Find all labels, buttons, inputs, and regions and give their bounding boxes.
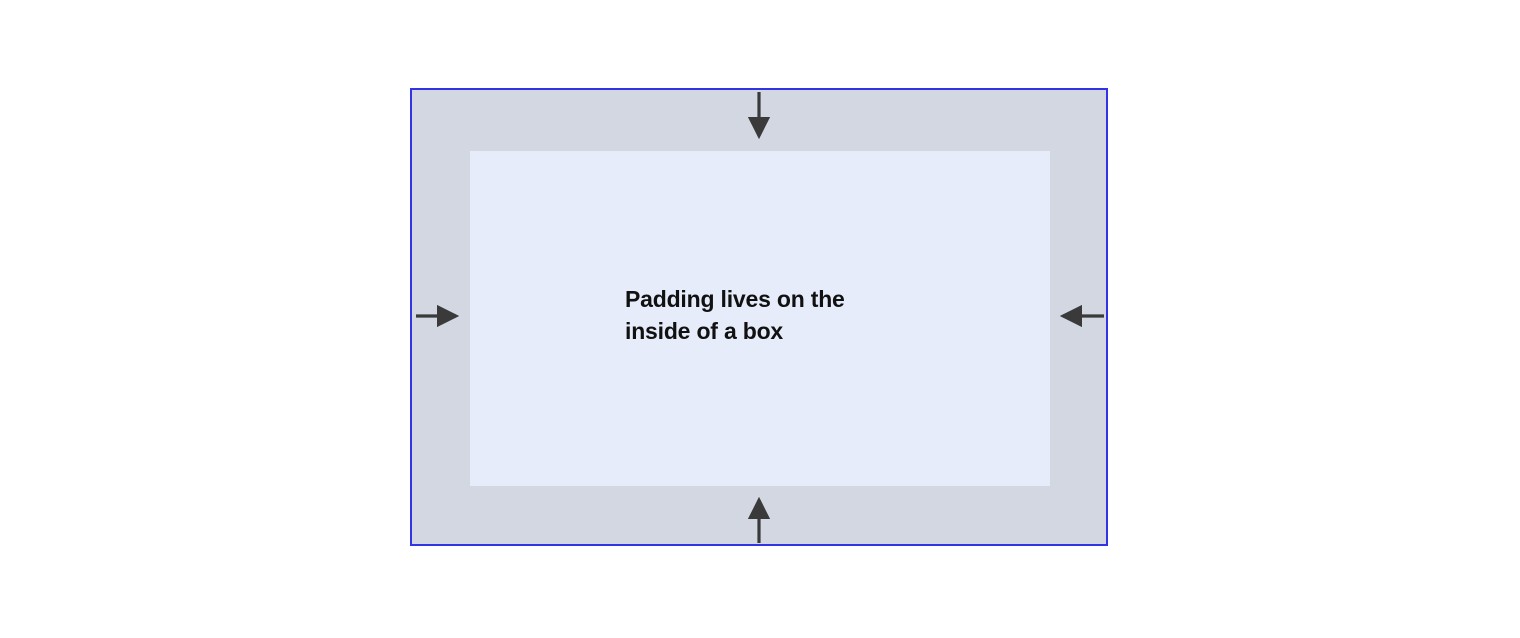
- content-label-text: Padding lives on the inside of a box: [625, 286, 845, 344]
- content-box: [470, 151, 1050, 486]
